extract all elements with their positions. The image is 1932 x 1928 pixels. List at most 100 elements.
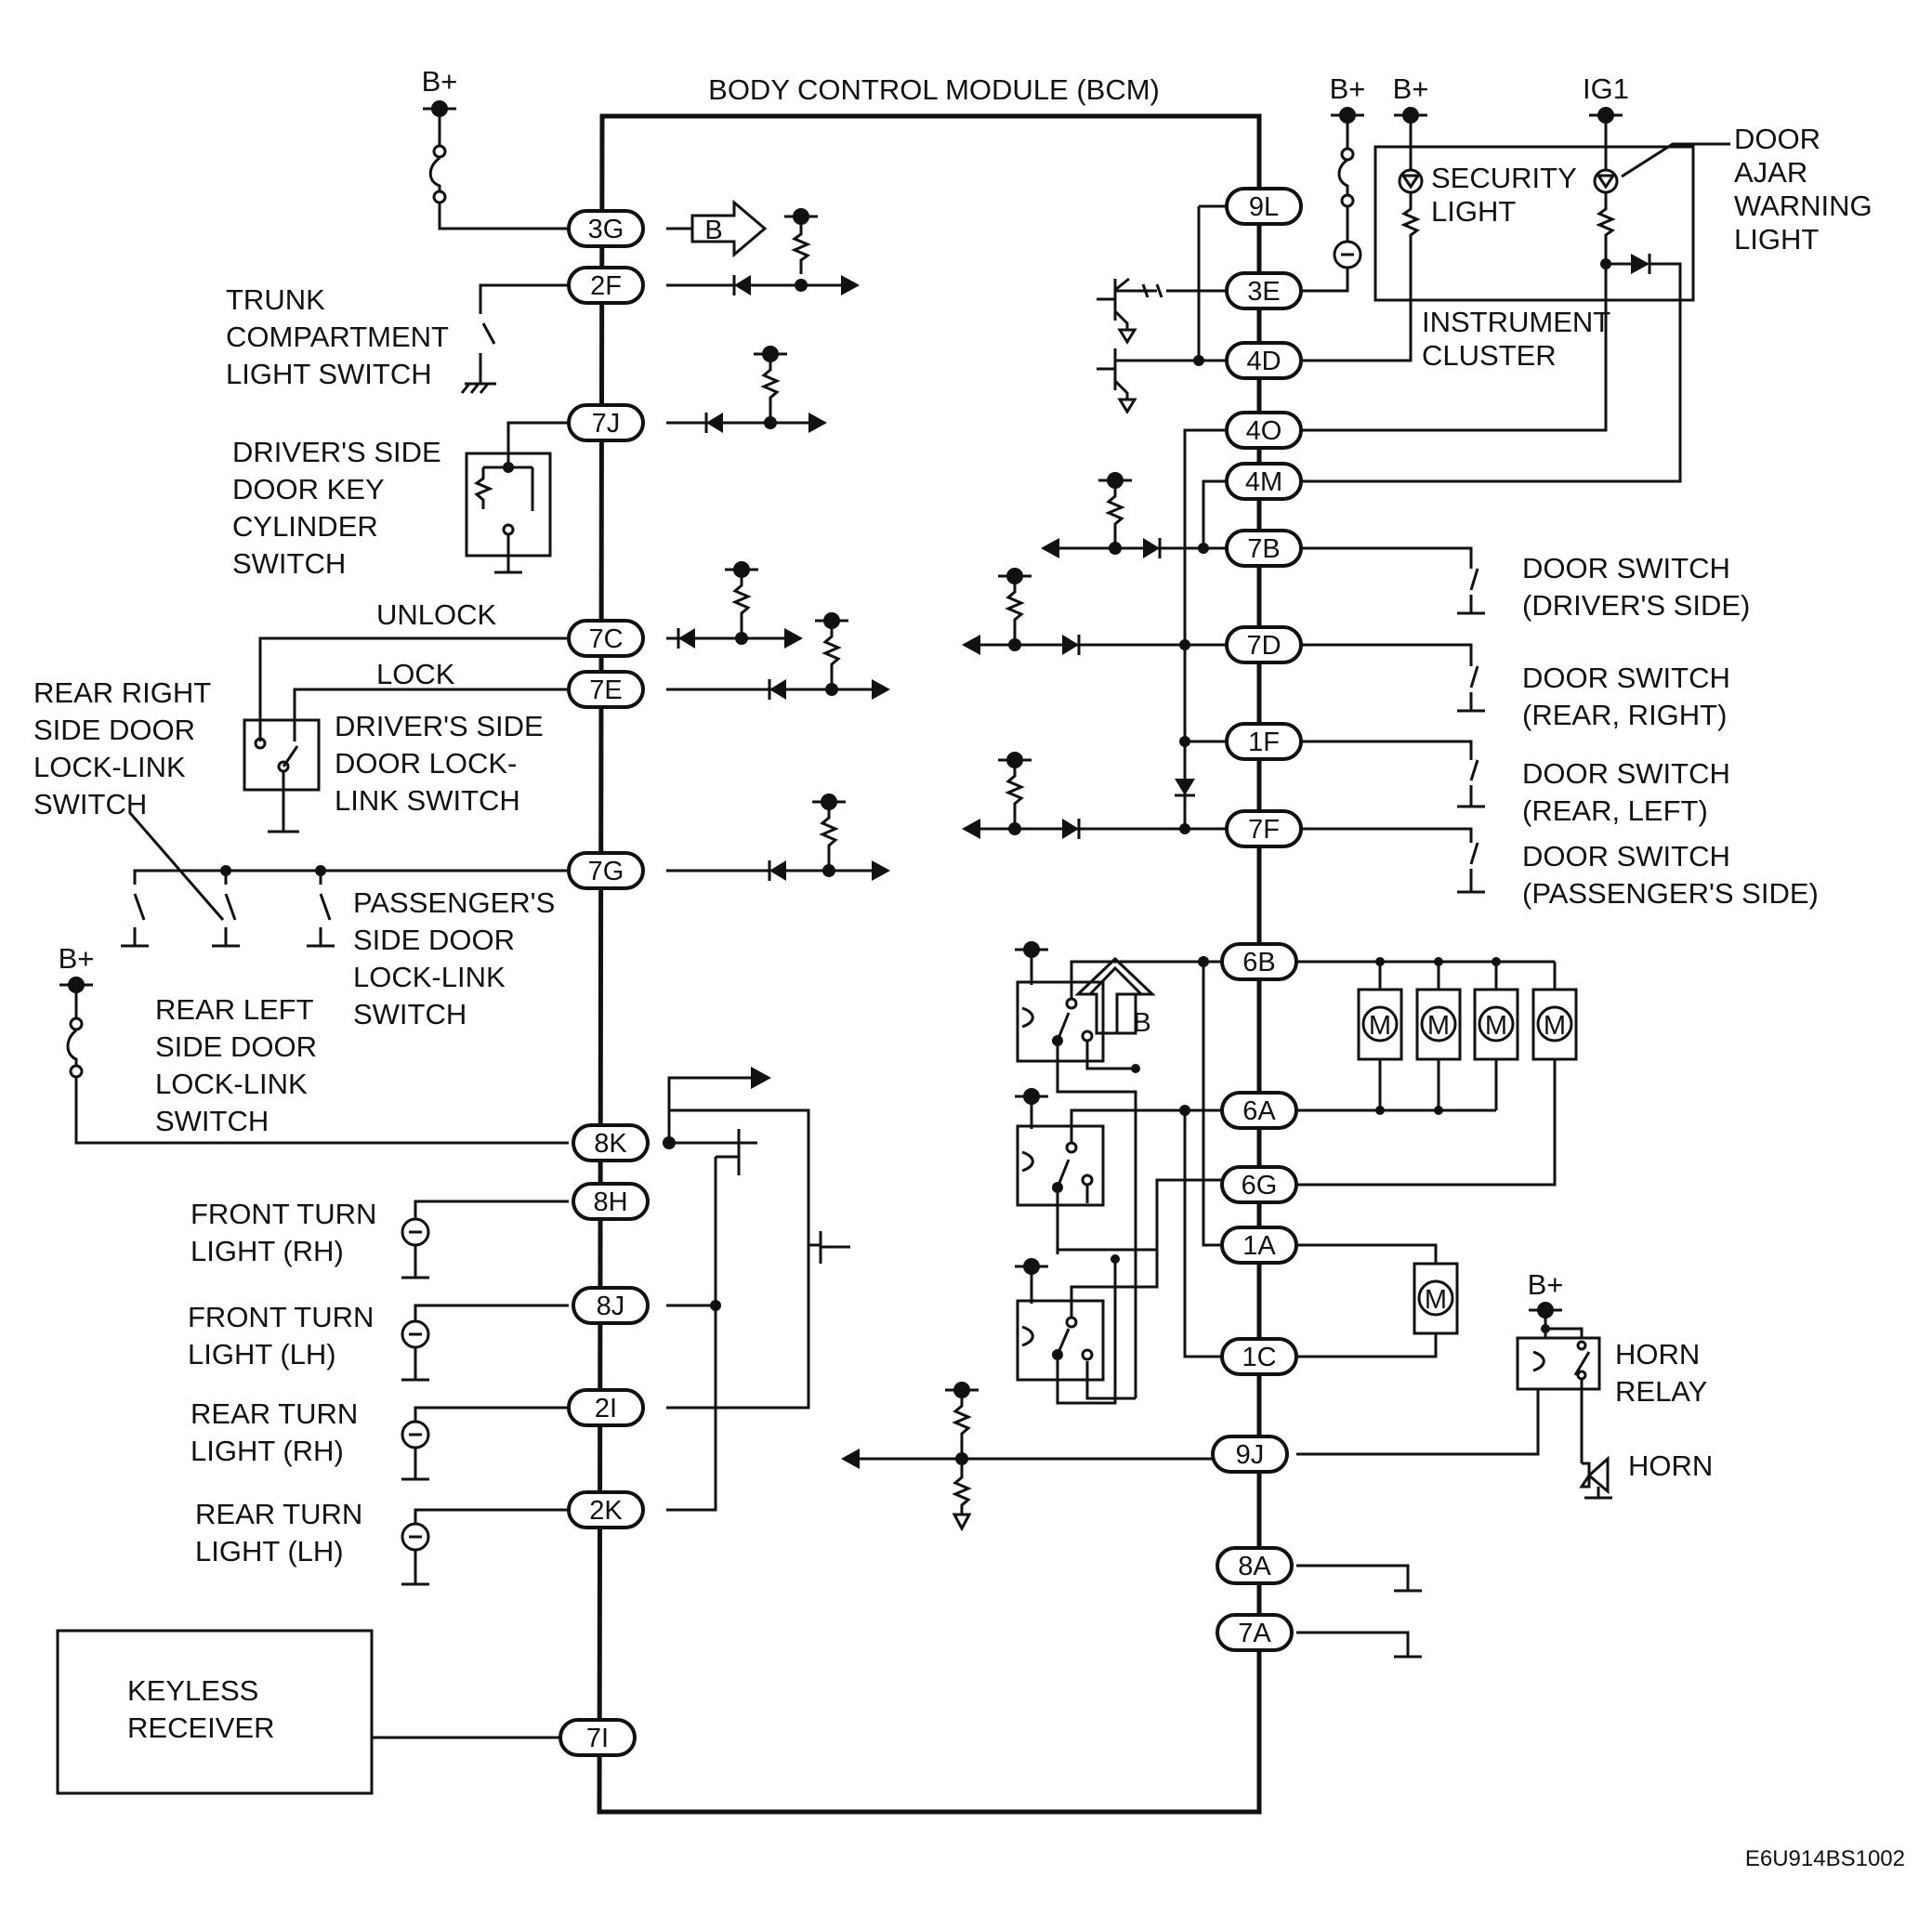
- lamp-rear-lh: [401, 1508, 569, 1586]
- lamp-rear-rh: [401, 1406, 569, 1481]
- bplus-label-security: B+: [1393, 72, 1429, 105]
- rrh-label-2: LIGHT (RH): [191, 1435, 344, 1467]
- figure-code: E6U914BS1002: [1745, 1846, 1905, 1871]
- ds-pass-label-1: DOOR SWITCH: [1522, 840, 1730, 872]
- security-label-2: LIGHT: [1431, 195, 1516, 228]
- horn-relay-label-1: HORN: [1615, 1338, 1700, 1371]
- lock-relays: [1015, 941, 1231, 1405]
- rl-lock-label-3: LOCK-LINK: [155, 1068, 308, 1100]
- ds-pass-label-2: (PASSENGER'S SIDE): [1522, 877, 1819, 910]
- pass-lock-label-1: PASSENGER'S: [353, 886, 555, 919]
- pin-label: 7B: [1247, 534, 1280, 564]
- unlock-label: UNLOCK: [376, 598, 497, 631]
- pin-2k: 2K: [567, 1490, 645, 1529]
- rlh-label-1: REAR TURN: [195, 1498, 362, 1530]
- pin-8k: 8K: [572, 1123, 650, 1162]
- pass-lock-label-3: LOCK-LINK: [353, 961, 506, 993]
- rr-lock-label-2: SIDE DOOR: [33, 714, 195, 746]
- trunk-label-2: COMPARTMENT: [226, 321, 449, 353]
- keycyl-label-2: DOOR KEY: [232, 473, 385, 505]
- ajar-label-2: AJAR: [1734, 156, 1807, 189]
- pin-label: 9J: [1236, 1440, 1265, 1470]
- diagram-title: BODY CONTROL MODULE (BCM): [708, 73, 1160, 106]
- pin-2f: 2F: [567, 266, 645, 305]
- pin-label: 2K: [589, 1496, 623, 1526]
- pin-label: 9L: [1249, 192, 1279, 222]
- fuse: [428, 109, 569, 230]
- trunk-motor: M: [1413, 1262, 1459, 1335]
- svg-text:M: M: [1369, 1011, 1391, 1041]
- cluster-label-1: INSTRUMENT: [1422, 306, 1610, 338]
- pin-7a: 7A: [1216, 1613, 1294, 1652]
- ds-rl-label-1: DOOR SWITCH: [1522, 757, 1730, 790]
- pass-lock-label-4: SWITCH: [353, 998, 467, 1030]
- security-light-bulb: [1398, 168, 1424, 194]
- rl-lock-label-2: SIDE DOOR: [155, 1030, 317, 1063]
- arrow-b2-label: B: [1133, 1008, 1150, 1038]
- security-label-1: SECURITY: [1431, 162, 1577, 194]
- pin-label: 1F: [1248, 728, 1280, 757]
- door-ajar-bulb: [1593, 168, 1619, 194]
- ig1-label: IG1: [1583, 72, 1629, 105]
- output-arrow-b: [690, 199, 768, 258]
- pin-8j: 8J: [572, 1286, 650, 1325]
- pin-7b: 7B: [1225, 529, 1303, 568]
- horn-label: HORN: [1628, 1449, 1713, 1482]
- pin-4o: 4O: [1225, 411, 1303, 450]
- pin-label: 4M: [1245, 467, 1282, 497]
- keycyl-label-3: CYLINDER: [232, 510, 378, 543]
- pin-4d: 4D: [1225, 341, 1303, 380]
- rlh-label-2: LIGHT (LH): [195, 1535, 344, 1567]
- ds-rr-label-1: DOOR SWITCH: [1522, 662, 1730, 694]
- keyless-label-1: KEYLESS: [127, 1674, 258, 1707]
- pass-lock-label-2: SIDE DOOR: [353, 924, 515, 956]
- pin-label: 6A: [1242, 1096, 1276, 1126]
- svg-text:M: M: [1427, 1011, 1450, 1041]
- door-lock-motor-3: M: [1473, 988, 1519, 1061]
- pin-9j: 9J: [1211, 1435, 1289, 1474]
- bcm-box: [597, 113, 1262, 1815]
- frh-label-1: FRONT TURN: [191, 1198, 376, 1230]
- pin-label: 7G: [588, 857, 624, 886]
- pin-7c: 7C: [567, 619, 645, 658]
- flh-label-2: LIGHT (LH): [188, 1338, 336, 1371]
- pin-6b: 6B: [1220, 942, 1298, 981]
- pin-label: 4D: [1246, 347, 1281, 376]
- ds-rl-label-2: (REAR, LEFT): [1522, 794, 1708, 827]
- bplus-label-8k: B+: [59, 942, 95, 975]
- trunk-label-1: TRUNK: [226, 283, 325, 316]
- pin-label: 8K: [594, 1129, 627, 1159]
- pin-label: 4O: [1246, 416, 1282, 446]
- svg-text:M: M: [1544, 1011, 1566, 1041]
- pin-9l: 9L: [1225, 187, 1303, 226]
- pin-label: 7A: [1238, 1619, 1271, 1648]
- pin-label: 6G: [1242, 1171, 1278, 1200]
- rr-lock-label-1: REAR RIGHT: [33, 676, 211, 709]
- rl-lock-label-1: REAR LEFT: [155, 993, 314, 1026]
- door-lock-motor-2: M: [1415, 988, 1462, 1061]
- pin-4m: 4M: [1225, 462, 1303, 501]
- pin-7i: 7I: [559, 1718, 637, 1757]
- pin-label: 1C: [1242, 1343, 1276, 1372]
- pin-label: 2F: [590, 271, 622, 301]
- pin-7g: 7G: [567, 851, 645, 890]
- pin-7j: 7J: [567, 403, 645, 442]
- trunk-label-3: LIGHT SWITCH: [226, 358, 432, 390]
- pin-1c: 1C: [1220, 1337, 1298, 1376]
- pin-label: 7I: [586, 1724, 609, 1753]
- pin-label: 7F: [1248, 815, 1280, 845]
- pin-label: 3E: [1247, 277, 1280, 307]
- bplus-label-3g: B+: [422, 65, 458, 98]
- pin-label: 8A: [1238, 1552, 1271, 1581]
- ajar-label-3: WARNING: [1734, 190, 1873, 222]
- bplus-label-9l: B+: [1330, 72, 1366, 105]
- pin-label: 1A: [1242, 1231, 1276, 1261]
- trunk-switch: [479, 283, 569, 384]
- drivers-lock-link-switch: [243, 718, 321, 792]
- keyless-label-2: RECEIVER: [127, 1712, 274, 1744]
- ds-driver-label-1: DOOR SWITCH: [1522, 552, 1730, 584]
- drv-lock-label-3: LINK SWITCH: [335, 784, 520, 817]
- pin-6g: 6G: [1220, 1165, 1298, 1204]
